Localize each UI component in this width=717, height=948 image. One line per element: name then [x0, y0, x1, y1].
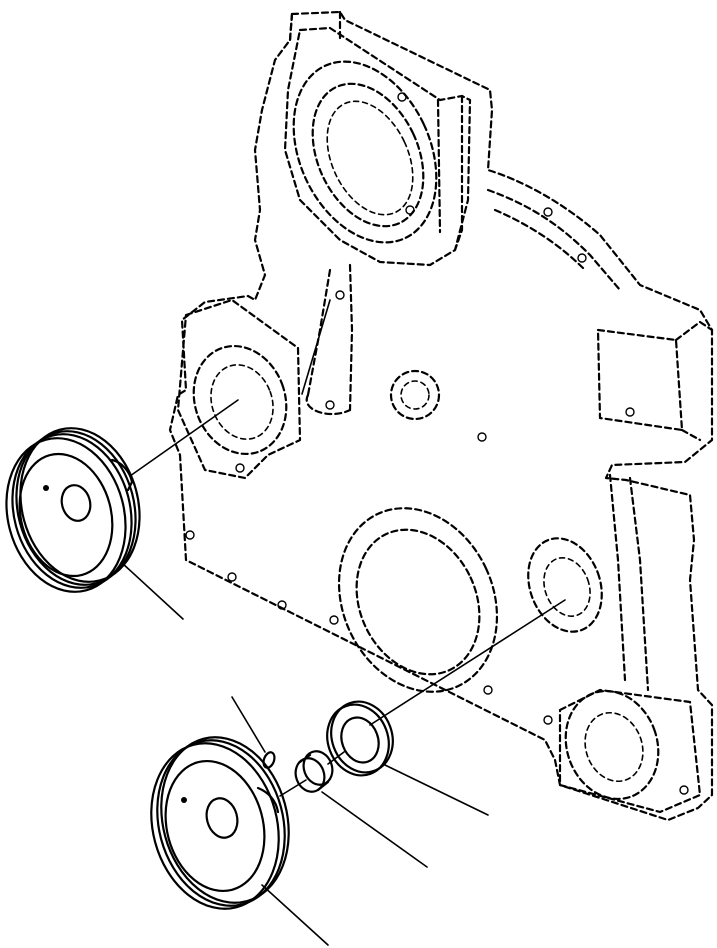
bolt-hole: [477, 432, 487, 442]
bolt-hole: [625, 407, 635, 417]
upper-pulley-hub: [60, 484, 92, 522]
lower-boss-bore-inner: [584, 711, 644, 783]
bolt-hole: [405, 205, 415, 215]
upper-bore-ring: [326, 100, 414, 216]
upper-bore-inner: [311, 82, 425, 228]
leader-spacer: [321, 791, 428, 868]
right-boss-face: [596, 328, 684, 432]
bolt-hole: [335, 290, 345, 300]
crank-centerline: [369, 599, 566, 726]
upper-bore-housing: [283, 26, 472, 267]
left-boss: [176, 298, 302, 480]
crank-pulley-rim-back: [160, 736, 290, 904]
bolt-hole: [397, 92, 407, 102]
seal-bore-outer: [527, 537, 603, 633]
bolt-hole: [679, 785, 689, 795]
crank-pulley-pin: [181, 797, 187, 803]
spacer-collar: [294, 750, 334, 793]
leader-upper-pulley: [121, 562, 184, 620]
crank-centerline-2: [279, 779, 307, 797]
small-boss-inner: [400, 380, 430, 410]
upper-pulley-centerline: [129, 399, 239, 477]
large-bore-outer: [337, 507, 499, 693]
upper-housing-side: [436, 94, 464, 252]
left-boss-bore-outer: [192, 344, 288, 456]
crankshaft-pulley: [150, 736, 290, 910]
spacer-front: [294, 757, 326, 793]
crank-pulley-face: [150, 742, 280, 910]
upper-pulley-pin: [43, 485, 49, 491]
bolt-hole: [325, 400, 335, 410]
leader-crank-pulley: [261, 884, 329, 946]
key: [262, 751, 276, 769]
oil-seal-inner: [340, 716, 380, 764]
bolt-hole: [483, 685, 493, 695]
bolt-hole: [543, 715, 553, 725]
bolt-holes: [185, 92, 689, 795]
bolt-hole: [227, 572, 237, 582]
upper-pulley: [5, 427, 141, 593]
timing-gear-cover: [168, 10, 714, 822]
small-boss-outer: [389, 369, 441, 421]
left-boss-bore-inner: [210, 364, 274, 440]
spacer-side: [298, 753, 330, 792]
bolt-hole: [185, 530, 195, 540]
crank-pulley-boss: [256, 786, 280, 814]
seal-bore-inner: [543, 557, 591, 617]
oil-seal-outer2: [330, 700, 394, 774]
upper-pulley-boss: [110, 458, 134, 492]
lower-right-rib: [608, 473, 650, 692]
right-boss-side: [674, 320, 714, 442]
upper-bore-outer: [292, 60, 438, 244]
upper-pulley-rim-back: [19, 427, 141, 583]
upper-pulley-face-ring: [18, 452, 114, 578]
bolt-hole: [235, 463, 245, 473]
large-bore-inner: [355, 528, 481, 676]
leader-key: [231, 696, 266, 753]
upper-pulley-groove: [15, 430, 137, 586]
center-rib: [306, 263, 354, 412]
leader-cover: [301, 299, 331, 395]
crank-pulley-hub: [205, 797, 239, 839]
leader-oil-seal: [384, 764, 489, 816]
cover-outline: [168, 10, 714, 822]
lower-boss-bore-outer: [564, 689, 660, 801]
upper-pulley-face: [5, 437, 127, 593]
right-arm-rib: [486, 188, 622, 292]
lower-boss: [558, 688, 702, 814]
upper-housing-lug: [288, 10, 342, 42]
oil-seal: [326, 700, 394, 777]
bolt-hole: [577, 253, 587, 263]
crank-pulley-face-ring: [164, 759, 266, 893]
center-rib-base: [305, 393, 352, 415]
bolt-hole: [543, 207, 553, 217]
upper-pulley-groove2: [11, 433, 133, 589]
bolt-hole: [329, 615, 339, 625]
crank-centerline-3: [327, 751, 345, 765]
bolt-hole: [277, 600, 287, 610]
